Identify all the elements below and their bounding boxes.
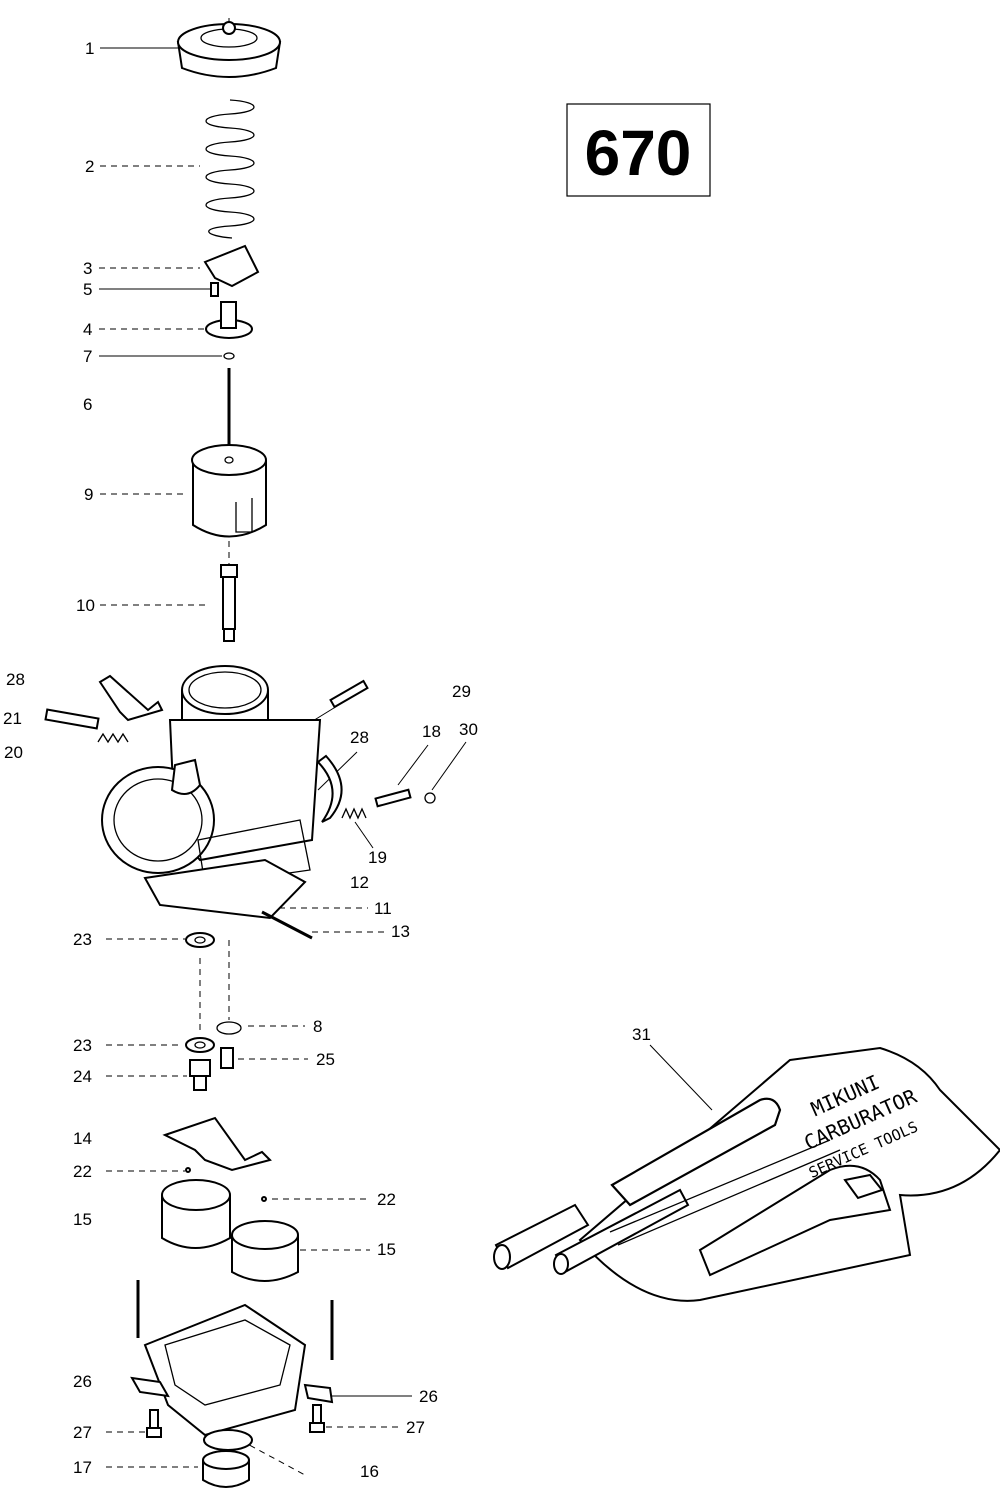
part-8-washer — [216, 1021, 242, 1035]
callout-8: 8 — [313, 1017, 322, 1036]
callout-22-left: 22 — [73, 1162, 92, 1181]
part-25-pilot-jet — [220, 1047, 234, 1069]
diagram-number-badge: 670 — [566, 103, 711, 197]
callout-21: 21 — [3, 709, 22, 728]
callout-11: 11 — [374, 899, 392, 918]
callout-29: 29 — [452, 682, 471, 701]
part-13-shaft — [261, 910, 313, 940]
callout-6: 6 — [83, 395, 92, 414]
part-5-pin — [210, 282, 219, 297]
callout-28-right: 28 — [350, 728, 369, 747]
part-23-washer-top — [185, 932, 215, 948]
part-26-clip-right — [303, 1383, 334, 1404]
callout-14: 14 — [73, 1129, 92, 1148]
callout-3: 3 — [83, 259, 92, 278]
part-26-clip-left — [130, 1376, 170, 1398]
callout-19: 19 — [368, 848, 387, 867]
part-27-screw-left — [146, 1409, 162, 1438]
part-float-bowl — [136, 1280, 334, 1437]
part-4-retainer — [205, 301, 253, 339]
callout-30: 30 — [459, 720, 478, 739]
part-28-hose-left — [98, 674, 164, 722]
callout-27-right: 27 — [406, 1418, 425, 1437]
callout-10: 10 — [76, 596, 95, 615]
part-1-cap — [176, 21, 282, 78]
part-17-drain-plug — [202, 1450, 250, 1488]
part-7-ring — [223, 352, 235, 360]
callout-2: 2 — [85, 157, 94, 176]
callout-1: 1 — [85, 39, 94, 58]
part-15-float-left — [161, 1179, 231, 1249]
part-31-service-tool-kit: MIKUNI CARBURATOR SERVICE TOOLS — [493, 1046, 1000, 1302]
callout-23-top: 23 — [73, 930, 92, 949]
part-16-gasket — [203, 1429, 253, 1451]
callout-16: 16 — [360, 1462, 379, 1481]
part-carburetor-body — [101, 665, 322, 920]
callout-23-bottom: 23 — [73, 1036, 92, 1055]
part-22-pin-left — [185, 1167, 191, 1173]
part-2-spring — [205, 99, 255, 239]
callout-31: 31 — [632, 1025, 651, 1044]
callout-28-left: 28 — [6, 670, 25, 689]
callout-12: 12 — [350, 873, 369, 892]
callout-13: 13 — [391, 922, 410, 941]
part-18-screw — [374, 788, 412, 808]
callout-20: 20 — [4, 743, 23, 762]
part-30-ring — [424, 792, 436, 804]
part-19-spring — [341, 807, 367, 820]
part-27-screw-right — [309, 1404, 325, 1433]
callout-27-left: 27 — [73, 1423, 92, 1442]
part-22-pin-right — [261, 1196, 267, 1202]
callout-15-right: 15 — [377, 1240, 396, 1259]
callout-25: 25 — [316, 1050, 335, 1069]
callout-7: 7 — [83, 347, 92, 366]
part-10-needle-jet — [220, 564, 238, 642]
diagram-number: 670 — [585, 117, 692, 189]
part-24-main-jet — [189, 1059, 211, 1091]
part-29-screw — [329, 679, 369, 709]
part-15-float-right — [231, 1220, 299, 1282]
callout-18: 18 — [422, 722, 441, 741]
part-3-clip — [203, 244, 260, 288]
callout-9: 9 — [84, 485, 93, 504]
part-23-washer-bottom — [185, 1037, 215, 1053]
callout-4: 4 — [83, 320, 92, 339]
part-20-spring — [97, 732, 129, 744]
callout-26-left: 26 — [73, 1372, 92, 1391]
callout-15-left: 15 — [73, 1210, 92, 1229]
callout-labels: 1 2 3 5 4 7 6 9 10 28 29 21 20 28 18 30 … — [3, 39, 651, 1481]
part-28-hose-right — [316, 754, 343, 823]
callout-22-right: 22 — [377, 1190, 396, 1209]
part-21-screw — [44, 708, 100, 730]
callout-5: 5 — [83, 280, 92, 299]
callout-24: 24 — [73, 1067, 92, 1086]
callout-26-right: 26 — [419, 1387, 438, 1406]
part-14-float-arm — [162, 1116, 272, 1172]
part-9-throttle-slide — [191, 444, 267, 538]
callout-17: 17 — [73, 1458, 92, 1477]
